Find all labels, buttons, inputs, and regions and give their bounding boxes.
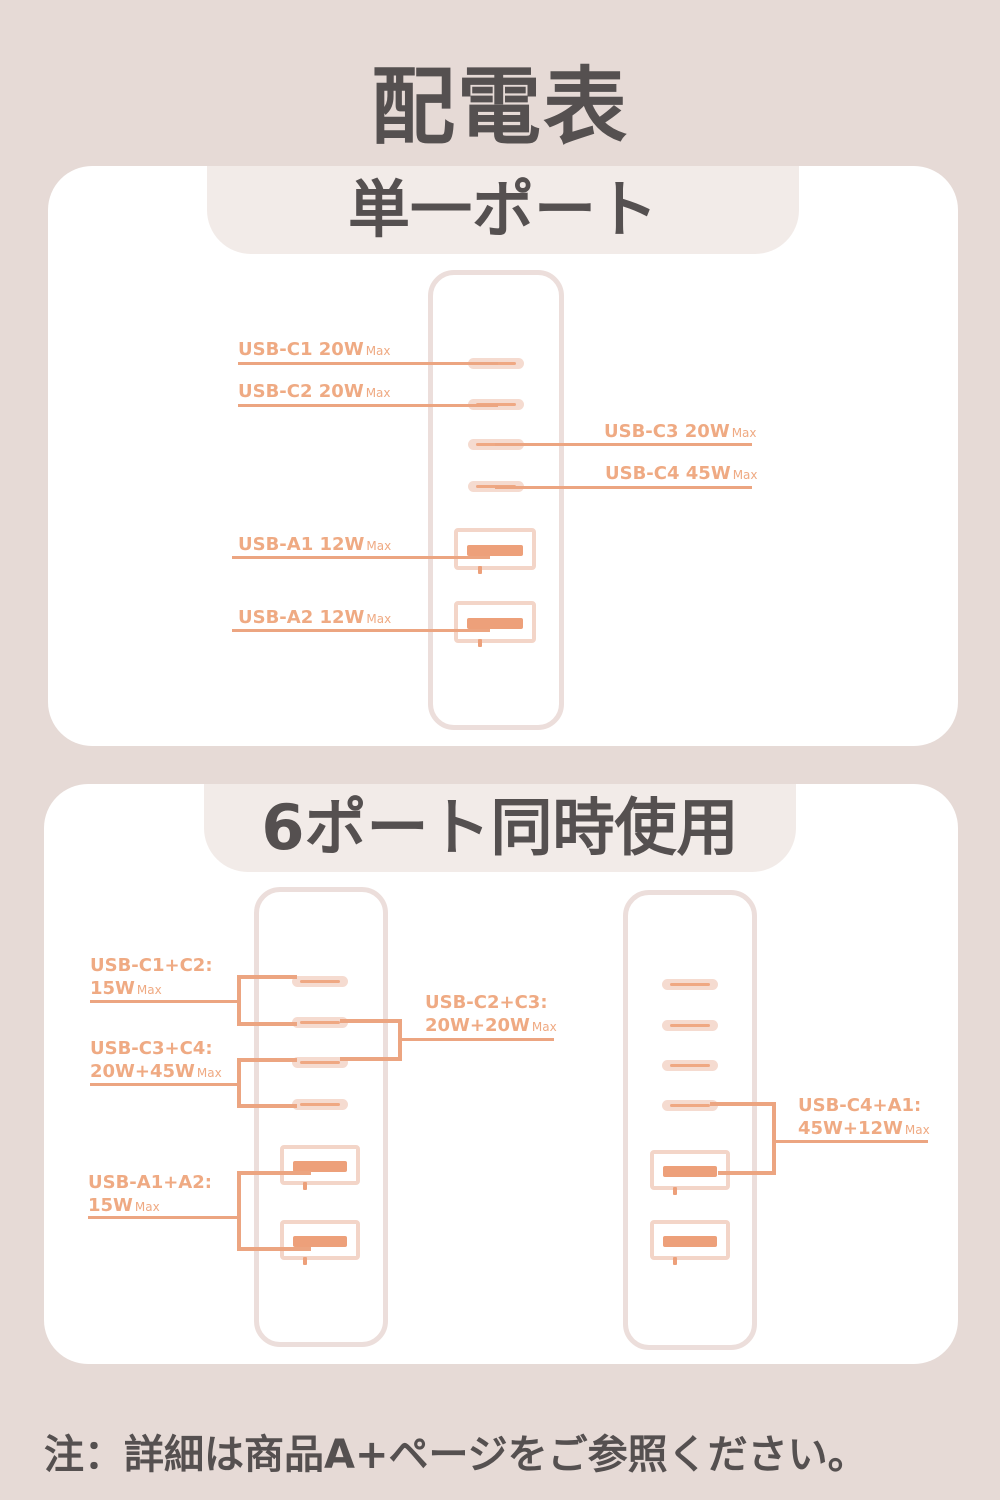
label-c4-a1-line1: USB-C4+A1: [798, 1095, 922, 1116]
label-c1-c2-line1: USB-C1+C2: [90, 955, 213, 976]
bracket-a1-right-arm [718, 1171, 776, 1175]
usb-a1-port-left [280, 1145, 360, 1190]
leader-line-c3-c4 [90, 1083, 240, 1086]
usb-c4-port-left [292, 1099, 348, 1110]
leader-line-c2-c3 [398, 1038, 554, 1041]
bracket-c2-right-arm [340, 1019, 402, 1023]
bracket-a1-a2 [237, 1171, 241, 1251]
usb-c2-port-left [292, 1017, 348, 1028]
bracket-c4-arm [237, 1104, 297, 1108]
usb-a1-port-right [650, 1150, 730, 1195]
bracket-c1-arm [237, 975, 297, 979]
usb-c3-port-right [662, 1060, 718, 1071]
label-c3-c4-line1: USB-C3+C4: [90, 1038, 213, 1059]
footnote: 注：詳細は商品A+ページをご参照ください。 [44, 1432, 868, 1478]
bracket-a1-arm [237, 1171, 311, 1175]
label-c2-c3-line1: USB-C2+C3: [425, 992, 548, 1013]
leader-line-a1-a2 [88, 1216, 240, 1219]
usb-c2-port-right [662, 1020, 718, 1031]
bracket-c4-right-arm [710, 1102, 776, 1106]
usb-a2-port [454, 601, 536, 647]
charger-strip-right [623, 890, 757, 1350]
usb-a2-port-left [280, 1220, 360, 1265]
leader-line-a1 [232, 556, 490, 559]
bracket-c3-c4 [237, 1058, 241, 1108]
bracket-c3-right-arm [340, 1057, 402, 1061]
usb-c4-port-right [662, 1100, 718, 1111]
bracket-c2-arm [237, 1022, 297, 1026]
page-title: 配電表 [370, 58, 629, 156]
leader-line-c3 [495, 443, 752, 446]
bracket-c3-arm [237, 1058, 297, 1062]
usb-a2-port-right [650, 1220, 730, 1265]
charger-strip-single [428, 270, 564, 730]
leader-line-c1-c2 [90, 1000, 240, 1003]
single-port-tab-title: 単一ポート [207, 166, 799, 254]
usb-c1-port-right [662, 979, 718, 990]
leader-line-a2 [232, 629, 490, 632]
six-port-card: 6ポート同時使用 [44, 784, 958, 1364]
bracket-a2-arm [237, 1247, 311, 1251]
leader-line-c4-a1 [772, 1140, 928, 1143]
usb-a1-port [454, 528, 536, 574]
leader-line-c2 [238, 404, 498, 407]
bracket-c1-c2 [237, 975, 241, 1026]
leader-line-c1 [238, 362, 498, 365]
usb-c3-port-left [292, 1057, 348, 1068]
bracket-c4-a1 [772, 1102, 776, 1175]
usb-c1-port-left [292, 976, 348, 987]
leader-line-c4 [495, 486, 752, 489]
charger-strip-left [254, 887, 388, 1347]
label-a1-a2-line1: USB-A1+A2: [88, 1172, 212, 1193]
six-port-tab-title: 6ポート同時使用 [204, 784, 796, 872]
